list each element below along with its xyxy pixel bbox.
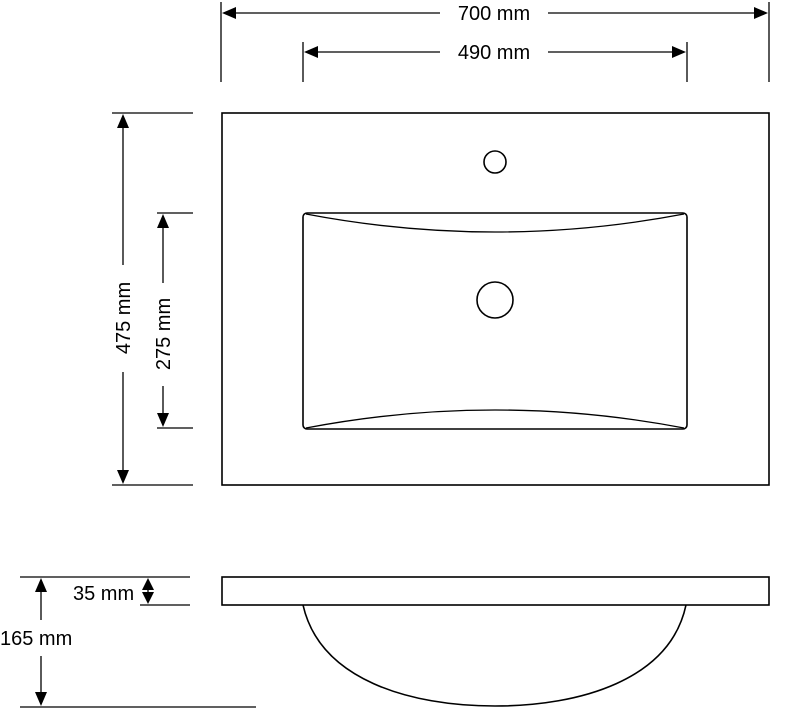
dimension-top-thickness: 35 mm (20, 576, 190, 606)
dimension-basin-depth: 275 mm (153, 212, 193, 429)
drain-hole (476, 281, 514, 319)
basin-outline (302, 212, 688, 430)
dimension-basin-width: 490 mm (302, 42, 688, 82)
basin-depth-label: 275 mm (153, 298, 175, 370)
side-view (221, 576, 770, 707)
top-view (221, 112, 770, 486)
countertop-side-profile (221, 576, 770, 606)
dimension-overall-depth: 475 mm (112, 112, 193, 486)
basin-bottom-curve (305, 409, 685, 429)
basin-width-label: 490 mm (458, 42, 530, 64)
overall-width-label: 700 mm (458, 3, 530, 25)
top-thickness-label: 35 mm (73, 583, 134, 605)
basin-top-curve (305, 213, 685, 233)
dimension-total-height: 165 mm (0, 578, 256, 708)
dimension-overall-width: 700 mm (220, 2, 770, 82)
countertop-outline (221, 112, 770, 486)
total-height-label: 165 mm (0, 628, 72, 650)
overall-depth-label: 475 mm (113, 282, 135, 354)
basin-bowl-profile (302, 604, 687, 707)
faucet-hole (483, 150, 507, 174)
